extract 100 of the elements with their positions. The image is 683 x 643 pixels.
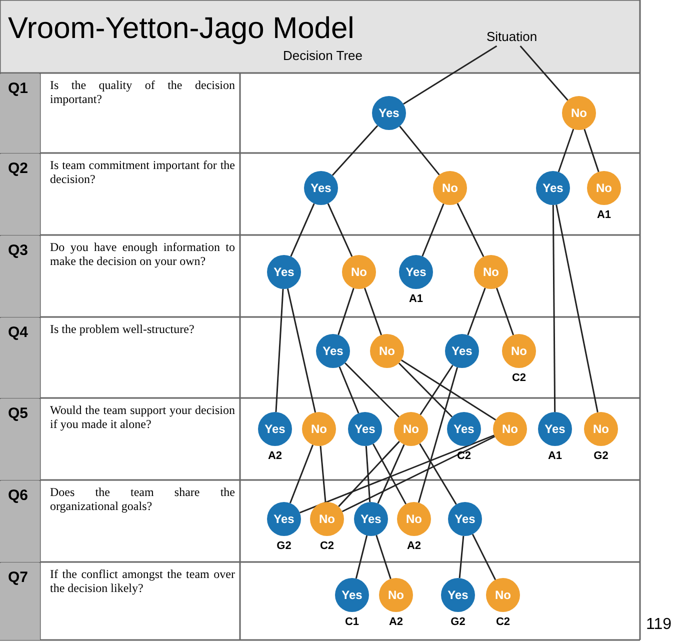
tree-branch-line xyxy=(338,440,400,508)
question-number: Q3 xyxy=(0,236,40,317)
tree-branch-line xyxy=(403,45,498,105)
answer-circle: Yes xyxy=(258,412,292,446)
tree-branch-line xyxy=(300,434,494,514)
answer-circle: Yes xyxy=(267,255,301,289)
tree-branch-line xyxy=(422,203,444,257)
tree-branch-line xyxy=(399,126,440,176)
tree-branch-line xyxy=(338,288,354,336)
question-text: If the conflict amongst the team over the decision likely? xyxy=(50,567,235,595)
answer-circle: No xyxy=(342,255,376,289)
question-number: Q2 xyxy=(0,154,40,235)
page-number: 119 xyxy=(646,616,672,634)
tree-branch-line xyxy=(275,288,284,412)
answer-circle: No xyxy=(587,171,621,205)
tree-branch-line xyxy=(377,444,405,504)
question-number: Q7 xyxy=(0,563,40,640)
tree-branch-line xyxy=(400,359,496,421)
outcome-code: A1 xyxy=(408,293,424,305)
answer-circle: No xyxy=(562,96,596,130)
question-number: Q4 xyxy=(0,318,40,398)
answer-circle: Yes xyxy=(441,578,475,612)
outcome-code: G2 xyxy=(276,540,292,552)
tree-branch-line xyxy=(372,444,407,504)
answer-circle: No xyxy=(486,578,520,612)
answer-circle: Yes xyxy=(538,412,572,446)
question-text: Is team commitment important for the decision? xyxy=(50,158,235,186)
outcome-code: C1 xyxy=(344,616,360,628)
tree-branch-line xyxy=(419,443,457,505)
answer-circle: No xyxy=(310,502,344,536)
question-text: Does the team share the organizational goals? xyxy=(50,485,235,513)
question-number: Q5 xyxy=(0,399,40,480)
question-text: Would the team support your decision if you made it alone? xyxy=(50,403,235,431)
outcome-code: C2 xyxy=(494,616,512,628)
tree-branch-line xyxy=(418,367,458,503)
answer-circle: Yes xyxy=(445,334,479,368)
outcome-code: A2 xyxy=(266,450,284,462)
answer-circle: Yes xyxy=(399,255,433,289)
answer-circle: No xyxy=(370,334,404,368)
tree-branch-line xyxy=(520,46,568,101)
tree-branch-line xyxy=(420,364,454,416)
tree-branch-line xyxy=(456,202,484,258)
tree-branch-line xyxy=(355,535,368,579)
answer-circle: Yes xyxy=(448,502,482,536)
answer-circle: No xyxy=(584,412,618,446)
outcome-code: C2 xyxy=(510,372,528,384)
tree-branch-line xyxy=(458,536,464,578)
title: Vroom-Yetton-Jago Model xyxy=(8,12,354,46)
answer-circle: No xyxy=(474,255,508,289)
tree-branch-line xyxy=(364,288,382,336)
tree-branch-line xyxy=(344,362,400,418)
outcome-code: A2 xyxy=(406,540,422,552)
answer-circle: Yes xyxy=(536,171,570,205)
outcome-code: A1 xyxy=(596,209,612,221)
outcome-code: C2 xyxy=(456,450,472,462)
outcome-code: G2 xyxy=(592,450,610,462)
tree-branch-line xyxy=(467,288,486,336)
tree-branch-line xyxy=(320,446,326,502)
answer-circle: No xyxy=(394,412,428,446)
answer-circle: Yes xyxy=(304,171,338,205)
tree-branch-line xyxy=(496,288,514,336)
tree-branch-line xyxy=(398,362,453,418)
tree-branch-line xyxy=(472,534,496,580)
root-label: Situation xyxy=(486,29,538,44)
answer-circle: Yes xyxy=(372,96,406,130)
tree-branch-line xyxy=(286,288,316,413)
answer-circle: No xyxy=(433,171,467,205)
tree-branch-line xyxy=(290,203,315,257)
question-text: Is the problem well-structure? xyxy=(50,322,196,336)
answer-circle: No xyxy=(502,334,536,368)
subtitle: Decision Tree xyxy=(283,48,362,63)
outcome-code: G2 xyxy=(450,616,466,628)
answer-circle: No xyxy=(493,412,527,446)
tree-branch-line xyxy=(365,446,371,502)
answer-circle: No xyxy=(397,502,431,536)
tree-branch-line xyxy=(584,128,600,172)
question-number: Q1 xyxy=(0,74,40,153)
answer-circle: Yes xyxy=(447,412,481,446)
outcome-code: C2 xyxy=(318,540,336,552)
tree-branch-line xyxy=(556,204,598,412)
question-number: Q6 xyxy=(0,481,40,562)
answer-circle: No xyxy=(302,412,336,446)
outcome-code: A2 xyxy=(388,616,404,628)
tree-branch-line xyxy=(552,205,556,412)
tree-branch-line xyxy=(327,203,353,257)
tree-branch-line xyxy=(289,444,314,504)
tree-branch-line xyxy=(558,128,574,172)
outcome-code: A1 xyxy=(546,450,564,462)
tree-branch-line xyxy=(376,534,392,580)
question-text: Do you have enough information to make the decision on your own? xyxy=(50,240,235,268)
answer-circle: Yes xyxy=(335,578,369,612)
answer-circle: No xyxy=(379,578,413,612)
tree-branch-line xyxy=(332,125,378,176)
question-text: Is the quality of the decision important? xyxy=(50,78,235,106)
tree-branch-line xyxy=(338,366,360,414)
tree-branch-line xyxy=(342,436,496,512)
answer-circle: Yes xyxy=(354,502,388,536)
answer-circle: Yes xyxy=(316,334,350,368)
answer-circle: Yes xyxy=(348,412,382,446)
answer-circle: Yes xyxy=(267,502,301,536)
